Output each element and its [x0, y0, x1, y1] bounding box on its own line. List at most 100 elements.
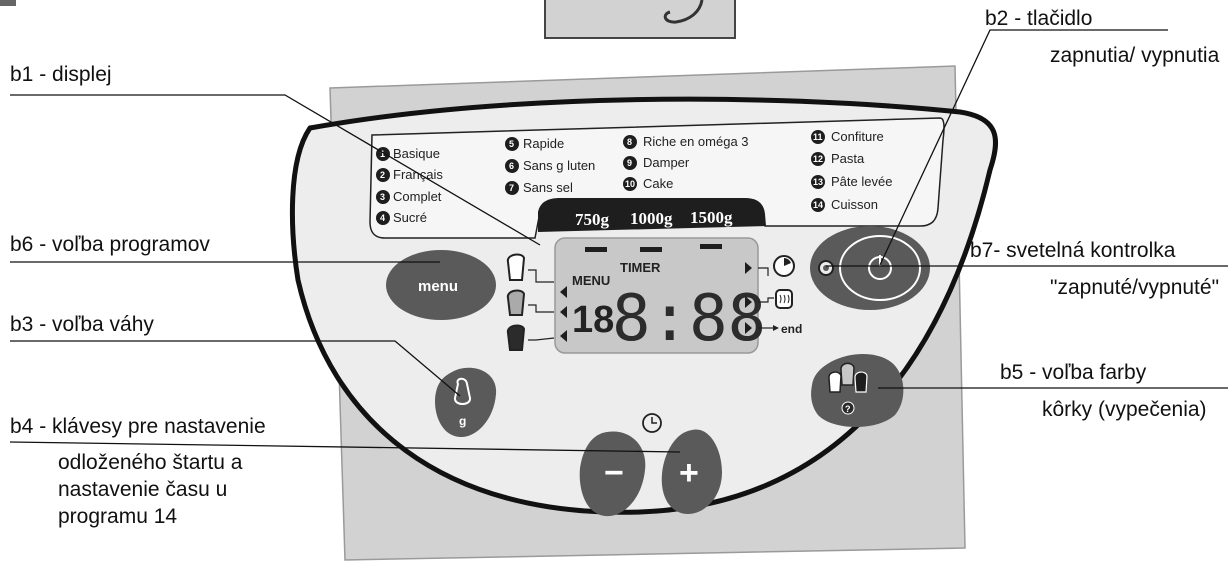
- arrow-icon: [773, 325, 779, 331]
- program-number: 7: [509, 183, 514, 193]
- callout-b7-indicator-light: b7- svetelná kontrolka: [970, 239, 1176, 262]
- power-button[interactable]: [810, 226, 930, 310]
- program-label: Sucré: [393, 210, 427, 225]
- program-label: Pâte levée: [831, 174, 892, 189]
- program-label: Pasta: [831, 151, 865, 166]
- program-number: 10: [625, 179, 635, 189]
- power-button-ring: [839, 235, 921, 301]
- program-label: Sans sel: [523, 180, 573, 195]
- light-crust-icon: [828, 371, 842, 393]
- lcd-arrow-left: [560, 330, 567, 342]
- callout-b4-timer-keys-line4: programu 14: [58, 505, 178, 528]
- program-number-badge: [376, 168, 390, 182]
- clock-hand-icon: [784, 258, 791, 266]
- program-label: Confiture: [831, 129, 884, 144]
- leader-b2: [879, 29, 1168, 266]
- program-label: Complet: [393, 189, 442, 204]
- program-number-badge: [811, 175, 825, 189]
- program-number-badge: [505, 159, 519, 173]
- weight-750: 750g: [575, 210, 610, 229]
- crust-color-button[interactable]: ?: [811, 354, 904, 428]
- callout-b5-crust-color: b5 - voľba farby: [1000, 361, 1147, 384]
- program-label: Rapide: [523, 136, 564, 151]
- leader-b4: [9, 441, 681, 453]
- light-crust-icon: [506, 253, 526, 281]
- plus-button[interactable]: +: [661, 429, 722, 514]
- end-label: end: [781, 322, 802, 336]
- program-number: 11: [813, 132, 823, 142]
- lcd-arrow-left: [560, 306, 567, 318]
- corner-mark: [0, 0, 16, 6]
- callout-b4-timer-keys-line2: odloženého štartu a: [58, 451, 243, 474]
- program-number-badge: [505, 181, 519, 195]
- minus-button-body[interactable]: [579, 431, 646, 517]
- status-icons: end: [758, 255, 802, 336]
- callout-b3-weight-select: b3 - voľba váhy: [10, 313, 154, 336]
- lcd-weight-indicator: [640, 247, 662, 252]
- leader-b1: [10, 94, 541, 246]
- clock-hand-icon: [651, 417, 657, 424]
- program-label: Français: [393, 167, 443, 182]
- callout-b2-power-button: b2 - tlačidlo: [985, 7, 1093, 30]
- program-number-badge: [623, 156, 637, 170]
- plus-button-label: +: [679, 454, 699, 492]
- callout-b1-display: b1 - displej: [10, 63, 112, 86]
- delay-timer-icon: [642, 413, 662, 433]
- menu-button-body[interactable]: [386, 250, 496, 320]
- plus-button-body[interactable]: [661, 429, 722, 514]
- hook-icon: [663, 0, 704, 24]
- lcd-arrow-right: [745, 322, 752, 334]
- leader-lines: [9, 29, 1228, 453]
- lcd-arrow-right: [745, 296, 752, 308]
- program-number: 6: [509, 161, 514, 171]
- loaf-weight-icon: [454, 377, 471, 405]
- program-number-badge: [623, 135, 637, 149]
- weight-button-body[interactable]: [435, 367, 497, 438]
- program-number-badge: [811, 130, 825, 144]
- medium-crust-icon: [840, 362, 855, 386]
- lcd-weight-indicator: [585, 247, 607, 252]
- program-number: 14: [813, 200, 823, 210]
- program-number-badge: [376, 211, 390, 225]
- connector-line: [758, 267, 769, 276]
- callout-b5-crust-color-line2: kôrky (vypečenia): [1042, 398, 1207, 421]
- top-hook-box: [544, 0, 736, 39]
- program-number-badge: [505, 137, 519, 151]
- lcd-timer-label: TIMER: [620, 260, 661, 275]
- dark-crust-icon: [506, 324, 526, 351]
- medium-crust-icon: [506, 289, 526, 316]
- callout-b4-timer-keys: b4 - klávesy pre nastavenie: [10, 415, 266, 438]
- program-number-badge: [811, 198, 825, 212]
- heat-waves-icon: [779, 294, 790, 304]
- callout-b6-program-select: b6 - voľba programov: [10, 233, 210, 256]
- program-number-badge: [811, 152, 825, 166]
- program-number: 4: [380, 213, 385, 223]
- menu-button[interactable]: menu: [386, 250, 496, 320]
- lcd-program-digits: 18: [572, 299, 614, 341]
- program-label: Damper: [643, 155, 690, 170]
- menu-button-label: menu: [418, 278, 458, 295]
- weight-1500: 1500g: [690, 208, 733, 227]
- program-label: Cake: [643, 176, 673, 191]
- program-column-4: 11 Confiture 12 Pasta 13 Pâte levée 14 C…: [811, 129, 892, 212]
- connector-line: [528, 337, 555, 341]
- minus-button[interactable]: −: [579, 431, 646, 517]
- lcd-weight-indicator: [700, 244, 722, 249]
- program-label: Riche en oméga 3: [643, 134, 749, 149]
- program-number: 3: [380, 192, 385, 202]
- program-label: Sans g luten: [523, 158, 595, 173]
- lcd-arrow-right: [745, 262, 752, 274]
- program-number: 13: [813, 177, 823, 187]
- callout-b4-timer-keys-line3: nastavenie času u: [58, 478, 228, 501]
- crust-level-icons: [506, 253, 555, 351]
- lcd-menu-label: MENU: [572, 273, 610, 288]
- weight-button-unit: g: [459, 414, 466, 428]
- callout-b2-power-button-line2: zapnutia/ vypnutia: [1050, 44, 1220, 67]
- dark-crust-icon: [854, 371, 868, 393]
- help-badge: [841, 401, 855, 415]
- program-number-badge: [376, 190, 390, 204]
- program-column-3: 8 Riche en oméga 3 9 Damper 10 Cake: [623, 134, 749, 191]
- weight-button[interactable]: g: [435, 367, 497, 438]
